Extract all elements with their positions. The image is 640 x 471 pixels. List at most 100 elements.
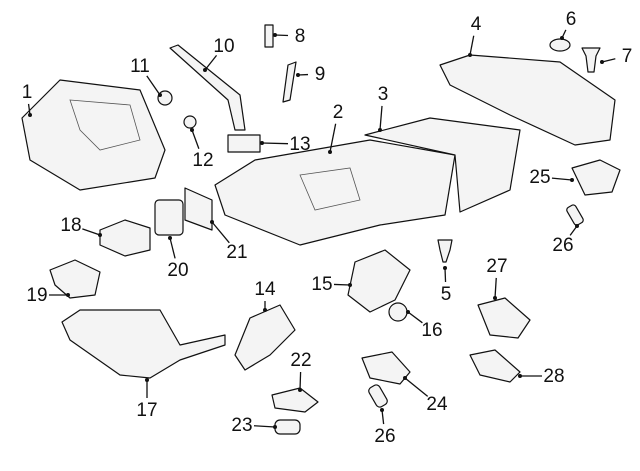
arrowhead [403, 376, 407, 380]
arrowhead [443, 266, 447, 270]
arrowhead [380, 408, 384, 412]
part-13-bracket [227, 134, 261, 153]
leader-line-12 [191, 129, 200, 149]
callout-5: 5 [441, 284, 452, 305]
leader-line-15 [333, 283, 351, 286]
part-2-roof-liner [214, 139, 456, 246]
arrowhead [493, 296, 497, 300]
callout-1: 1 [22, 82, 33, 103]
callout-28: 28 [543, 366, 564, 387]
callout-17: 17 [136, 400, 157, 421]
callout-6: 6 [566, 9, 577, 30]
part-26-bulb [566, 204, 584, 226]
callout-18: 18 [60, 215, 81, 236]
arrowhead [145, 378, 149, 382]
arrowhead [570, 178, 574, 182]
leader-line-20 [169, 237, 176, 259]
part-1-headliner-panel [21, 79, 166, 191]
leader-line-11 [146, 75, 161, 96]
arrowhead [98, 233, 102, 237]
callout-13: 13 [289, 134, 310, 155]
leader-line-16 [407, 311, 423, 324]
leader-line-26 [381, 409, 385, 425]
part-27-lens [477, 297, 531, 339]
leader-line-5 [444, 267, 447, 283]
leader-line-2 [329, 123, 337, 153]
part-10-bracket [169, 44, 246, 131]
arrowhead [210, 220, 214, 224]
arrowhead [560, 36, 564, 40]
part-5-clip [437, 239, 453, 263]
part-20-lamp-housing [154, 199, 184, 236]
callout-9: 9 [315, 64, 326, 85]
leader-line-21 [211, 221, 230, 244]
part-19-bracket [49, 259, 101, 299]
callout-20: 20 [167, 260, 188, 281]
leader-line-24 [404, 377, 429, 397]
arrowhead [66, 293, 70, 297]
leader-line-25 [551, 177, 573, 181]
callout-19: 19 [26, 285, 47, 306]
callout-10: 10 [213, 36, 234, 57]
callout-26: 26 [552, 235, 573, 256]
part-23-bulb [274, 419, 301, 435]
leader-line-3 [379, 105, 383, 131]
leader-line-4 [469, 35, 475, 56]
arrowhead [468, 53, 472, 57]
arrowhead [203, 68, 207, 72]
callout-4: 4 [471, 14, 482, 35]
arrowhead [518, 374, 522, 378]
arrowhead [378, 128, 382, 132]
arrowhead [348, 283, 352, 287]
arrowhead [273, 425, 277, 429]
callout-8: 8 [295, 26, 306, 47]
part-6-cap [549, 38, 571, 52]
part-9-strip [282, 61, 297, 103]
leader-line-22 [299, 371, 302, 391]
callout-14: 14 [254, 279, 276, 300]
callout-23: 23 [231, 415, 252, 436]
arrowhead [328, 150, 332, 154]
part-4-rear-liner [439, 54, 616, 146]
part-24-lamp [361, 351, 411, 385]
callout-25: 25 [529, 167, 550, 188]
callout-27: 27 [486, 256, 507, 277]
callout-21: 21 [226, 242, 247, 263]
arrowhead [406, 310, 410, 314]
arrowhead [298, 388, 302, 392]
leader-line-13 [261, 142, 289, 145]
arrowhead [296, 73, 300, 77]
part-7-clip [581, 47, 601, 73]
callout-12: 12 [192, 150, 213, 171]
arrowhead [575, 224, 579, 228]
callout-16: 16 [421, 320, 442, 341]
part-15-console [347, 249, 411, 313]
part-22-lamp [271, 387, 319, 413]
arrowhead [263, 308, 267, 312]
part-16-grommet [388, 302, 408, 322]
callout-24: 24 [426, 394, 448, 415]
arrowhead [190, 128, 194, 132]
part-26-bulb-lower [368, 384, 388, 408]
callout-15: 15 [311, 274, 332, 295]
part-21-bracket [184, 187, 213, 231]
callout-3: 3 [378, 84, 389, 105]
part-12-screw [183, 115, 197, 129]
callout-11: 11 [130, 56, 150, 77]
leader-line-23 [253, 425, 276, 428]
arrowhead [168, 236, 172, 240]
part-28-lamp [469, 349, 521, 383]
leader-line-7 [601, 58, 616, 63]
leader-line-18 [82, 228, 101, 236]
part-25-lamp [571, 159, 621, 196]
leader-line-27 [494, 277, 497, 299]
callout-2: 2 [333, 102, 344, 123]
arrowhead [28, 113, 32, 117]
callout-7: 7 [622, 46, 633, 67]
arrowhead [260, 141, 264, 145]
arrowhead [158, 93, 162, 97]
part-18-block [99, 219, 151, 257]
arrowhead [273, 33, 277, 37]
